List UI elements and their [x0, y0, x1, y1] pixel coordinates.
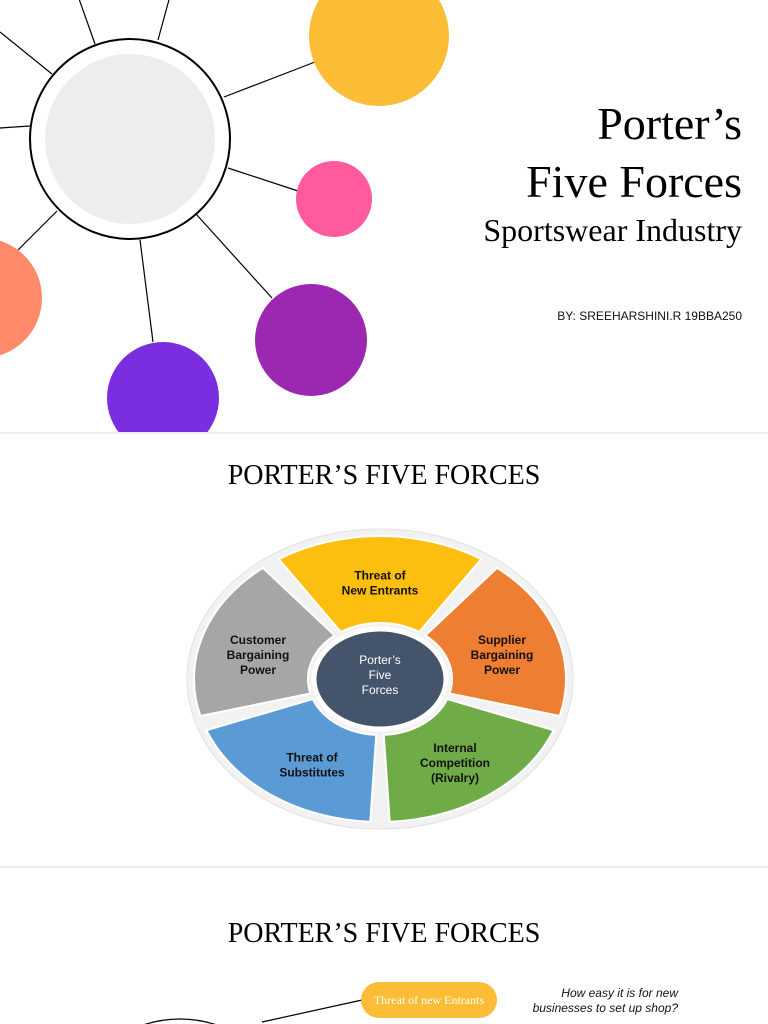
spoke-line — [227, 167, 299, 192]
hub-disc — [45, 54, 215, 224]
spoke-line — [139, 239, 154, 343]
salmon-circle — [0, 240, 42, 356]
cover-slide: Porter’s Five Forces Sportswear Industry… — [0, 0, 768, 432]
connector-line — [261, 999, 363, 1023]
title-line-2: Five Forces — [526, 156, 742, 207]
force-pill: Threat of new Entrants — [361, 982, 497, 1018]
subtitle: Sportswear Industry — [483, 212, 742, 248]
orange-circle — [309, 0, 449, 106]
slide-title: PORTER’S FIVE FORCES — [227, 918, 541, 949]
force-segment — [277, 535, 483, 634]
force-segment — [423, 566, 567, 718]
node-arc — [144, 1018, 216, 1024]
force-segment — [382, 697, 556, 823]
detail-slide: PORTER’S FIVE FORCES Threat of new Entra… — [0, 868, 768, 1024]
pink-circle — [296, 161, 372, 237]
spoke-line — [195, 213, 273, 299]
slide-title: PORTER’S FIVE FORCES — [227, 460, 541, 491]
spoke-line — [157, 0, 170, 41]
wheel-center — [311, 626, 449, 732]
title-line-1: Porter’s — [597, 98, 742, 149]
spoke-line — [17, 210, 58, 251]
spoke-line — [78, 0, 96, 45]
violet-circle — [107, 342, 219, 432]
spoke-line — [0, 31, 53, 75]
spoke-line — [223, 61, 316, 98]
connector-decoration — [144, 999, 363, 1024]
force-segment — [193, 566, 337, 718]
author-byline: BY: SREEHARSHINI.R 19BBA250 — [557, 309, 742, 323]
hub-decoration — [0, 0, 449, 432]
spoke-line — [0, 125, 31, 129]
force-segment — [204, 697, 378, 823]
force-question: How easy it is for new businesses to set… — [532, 986, 678, 1015]
purple-circle — [255, 284, 367, 396]
